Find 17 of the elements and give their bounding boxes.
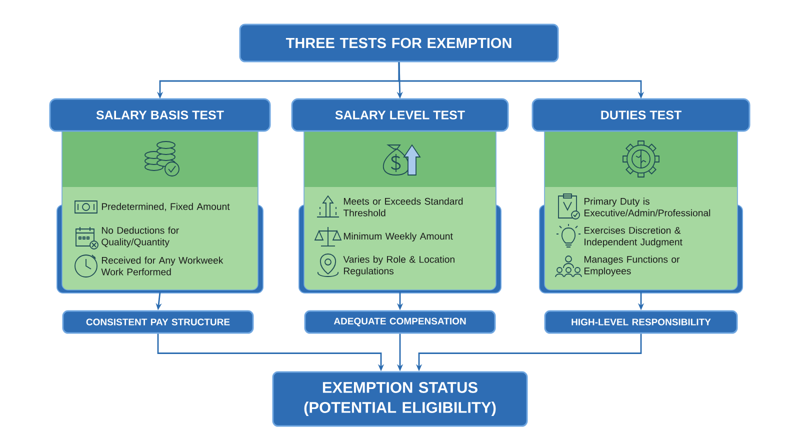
- item-text: Predetermined, Fixed Amount: [102, 202, 230, 212]
- item-text: Meets or Exceeds Standard Threshold: [343, 198, 463, 216]
- item-text: No Deductions for Quality/Quantity: [102, 226, 179, 248]
- title-box: THREE TESTS FOR EXEMPTION: [239, 24, 559, 62]
- outcome-box: CONSISTENT PAY STRUCTURE: [62, 310, 254, 334]
- item-text: Manages Functions or Employees: [584, 256, 680, 276]
- column-header: SALARY LEVEL TEST: [291, 98, 509, 132]
- result-box: EXEMPTION STATUS (POTENTIAL ELIGIBILITY): [272, 371, 528, 427]
- item-text: Exercises Discretion & Independent Judgment: [584, 226, 682, 248]
- outcome-box: ADEQUATE COMPENSATION: [304, 310, 496, 334]
- item-text: Primary Duty is Executive/Admin/Professional: [584, 198, 710, 216]
- column-header: SALARY BASIS TEST: [49, 98, 271, 132]
- item-text: Received for Any Workweek Work Performed: [101, 256, 224, 276]
- column-header: DUTIES TEST: [532, 98, 750, 132]
- outcome-box: HIGH-LEVEL RESPONSIBILITY: [544, 310, 738, 334]
- item-text: Varies by Role & Location Regulations: [343, 256, 454, 276]
- item-text: Minimum Weekly Amount: [344, 232, 453, 242]
